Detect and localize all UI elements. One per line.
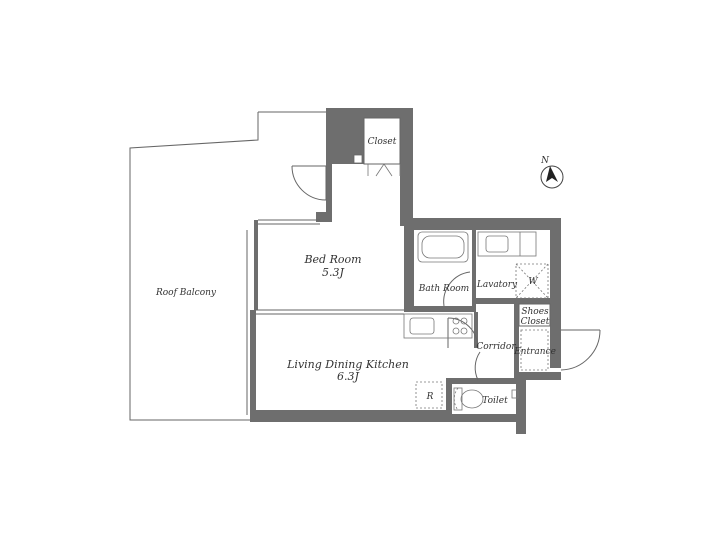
toilet-fixture bbox=[453, 387, 519, 411]
corridor-label: Corridor bbox=[476, 342, 516, 352]
windows bbox=[246, 219, 404, 415]
closet bbox=[353, 117, 401, 177]
bath-room-label: Bath Room bbox=[418, 284, 469, 294]
walls bbox=[250, 108, 561, 434]
kitchen-counter bbox=[403, 313, 473, 339]
washer-pan bbox=[515, 263, 549, 299]
shoes-closet bbox=[518, 303, 551, 327]
ldk-size: 6.3J bbox=[337, 370, 359, 383]
shoes-closet-label-2: Closet bbox=[521, 317, 550, 327]
bathtub bbox=[417, 231, 469, 263]
bedroom-door bbox=[291, 165, 327, 201]
lavatory-sink bbox=[477, 231, 537, 257]
bed-room-label: Bed Room bbox=[303, 253, 361, 266]
washer-label: W bbox=[528, 277, 538, 287]
compass-label: N bbox=[540, 156, 550, 166]
roof-balcony-label: Roof Balcony bbox=[155, 288, 217, 298]
entrance-label: Entrance bbox=[513, 347, 556, 357]
lavatory-label: Lavatory bbox=[476, 280, 518, 290]
roof-balcony-outline bbox=[129, 111, 326, 421]
entrance-floor bbox=[520, 329, 549, 371]
ldk-label: Living Dining Kitchen bbox=[286, 358, 409, 371]
entrance-door bbox=[560, 329, 601, 371]
toilet-label: Toilet bbox=[482, 396, 508, 406]
refrigerator-label: R bbox=[426, 392, 434, 402]
closet-label: Closet bbox=[368, 137, 397, 147]
bath-door bbox=[443, 271, 471, 307]
compass-icon bbox=[540, 165, 564, 189]
corridor-door bbox=[447, 317, 481, 381]
refrigerator-space bbox=[415, 381, 443, 409]
bed-room-size: 5.3J bbox=[322, 266, 344, 279]
shoes-closet-label-1: Shoes bbox=[521, 307, 549, 317]
